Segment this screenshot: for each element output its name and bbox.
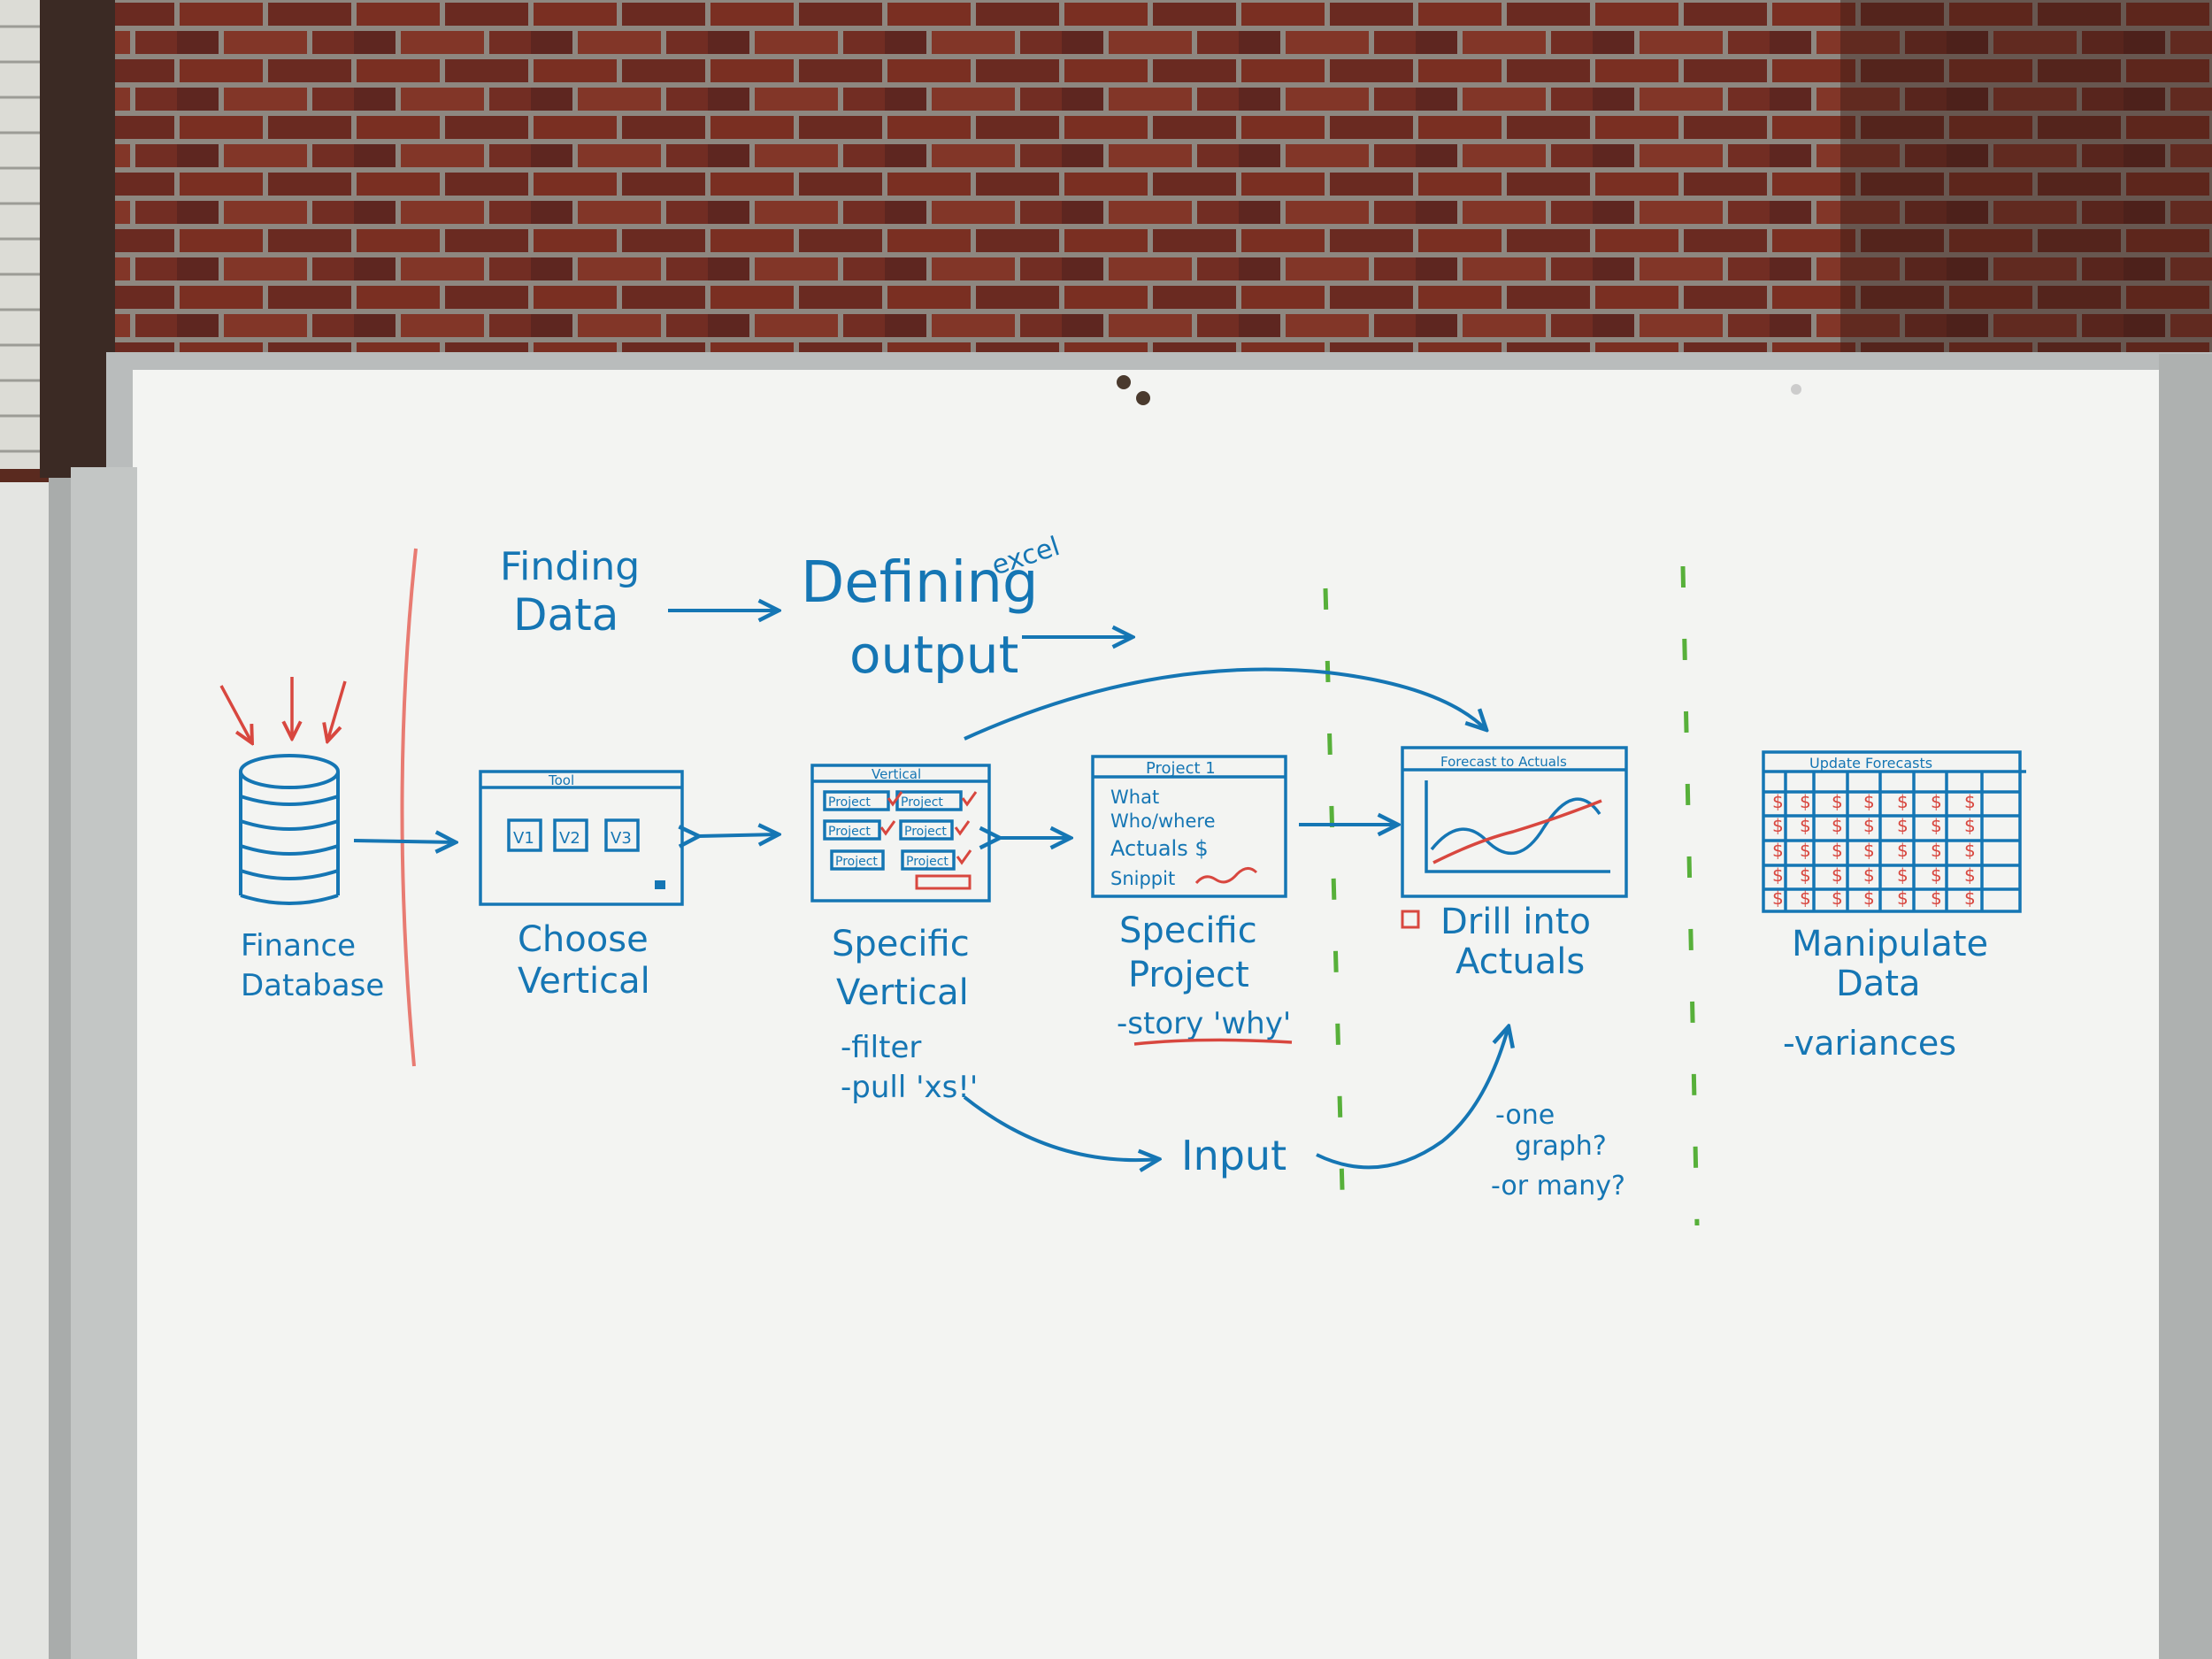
vertical-row-project: Project [906,855,949,869]
dollar-cell: $ [1832,791,1843,812]
dollar-cell: $ [1832,864,1843,886]
v2-button: V2 [559,829,580,848]
cursor-mark [655,880,665,889]
dollar-cell: $ [1863,864,1875,886]
vertical-row-project: Project [828,825,871,839]
dollar-cell: $ [1964,815,1976,836]
story-note: -story 'why' [1117,1006,1291,1041]
project-line-who: Who/where [1110,810,1216,832]
v3-button: V3 [611,829,632,848]
dollar-cell: $ [1964,791,1976,812]
dollar-cell: $ [1863,791,1875,812]
board-left-rail [71,467,137,1659]
database-label: Database [241,968,384,1003]
project-line-what: What [1110,787,1159,808]
or-many-note: -or many? [1491,1171,1625,1202]
dollar-cell: $ [1832,887,1843,909]
board-right-rail [2159,354,2212,1659]
vertical-row-project: Project [904,825,947,839]
pin [1791,384,1801,395]
vertical-row-project: Project [835,855,878,869]
window-frame [40,0,115,478]
specific-label: Specific [1119,910,1257,951]
dollar-cell: $ [1897,887,1909,909]
dollar-cell: $ [1897,791,1909,812]
choose-label: Choose [518,919,649,960]
dollar-cell: $ [1772,864,1784,886]
dollar-cell: $ [1800,864,1811,886]
dollar-cell: $ [1964,840,1976,861]
filter-note: -filter [841,1030,921,1065]
finding-text: Finding [500,544,640,589]
vertical-row-project: Project [828,795,871,810]
dollar-cell: $ [1897,815,1909,836]
dollar-cell: $ [1800,791,1811,812]
project-label: Project [1128,955,1249,995]
dollar-cell: $ [1772,840,1784,861]
manipulate-label: Manipulate [1792,924,1988,964]
variances-note: -variances [1783,1024,1956,1063]
actuals-label: Actuals [1455,941,1585,982]
dollar-cell: $ [1832,815,1843,836]
drill-label: Drill into [1440,902,1591,942]
forecast-table-title: Update Forecasts [1809,755,1932,772]
dollar-cell: $ [1772,791,1784,812]
dollar-cell: $ [1931,791,1942,812]
dollar-cell: $ [1897,864,1909,886]
dollar-cell: $ [1931,840,1942,861]
vertical-label: Vertical [836,972,969,1013]
pull-note: -pull 'xs!' [841,1070,978,1105]
wall-shadow [1840,0,2212,389]
dollar-cell: $ [1931,815,1942,836]
magnet [1117,375,1131,389]
dollar-cell: $ [1931,864,1942,886]
dollar-cell: $ [1772,815,1784,836]
dollar-cell: $ [1897,840,1909,861]
project-line-snippit: Snippit [1110,868,1175,889]
data-label: Data [1836,964,1921,1004]
arrow-db-to-tool [354,841,456,842]
output-text: output [849,625,1018,685]
dollar-cell: $ [1863,840,1875,861]
dollar-cell: $ [1800,840,1811,861]
data-text: Data [513,589,618,641]
v1-button: V1 [513,829,534,848]
specific-label: Specific [832,924,970,964]
dollar-cell: $ [1964,864,1976,886]
vertical-screen-title: Vertical [872,766,921,782]
vertical-label: Vertical [518,961,650,1002]
dollar-cell: $ [1863,815,1875,836]
finance-label: Finance [241,928,356,964]
dollar-cell: $ [1800,815,1811,836]
dollar-cell: $ [1800,887,1811,909]
project-screen-title: Project 1 [1146,759,1216,778]
input-label: Input [1181,1132,1286,1179]
dollar-cell: $ [1772,887,1784,909]
dollar-cell: $ [1832,840,1843,861]
arrow-tool-to-vertical [699,834,779,836]
graph-note: graph? [1515,1131,1607,1162]
magnet [1136,391,1150,405]
dollar-cell: $ [1863,887,1875,909]
one-graph-note: -one [1495,1100,1555,1131]
window-blinds [0,0,40,469]
project-line-actuals: Actuals $ [1110,836,1209,861]
forecast-screen-title: Forecast to Actuals [1440,754,1567,770]
vertical-row-project: Project [901,795,943,810]
dollar-cell: $ [1964,887,1976,909]
tool-screen-title: Tool [548,772,574,788]
dollar-cell: $ [1931,887,1942,909]
